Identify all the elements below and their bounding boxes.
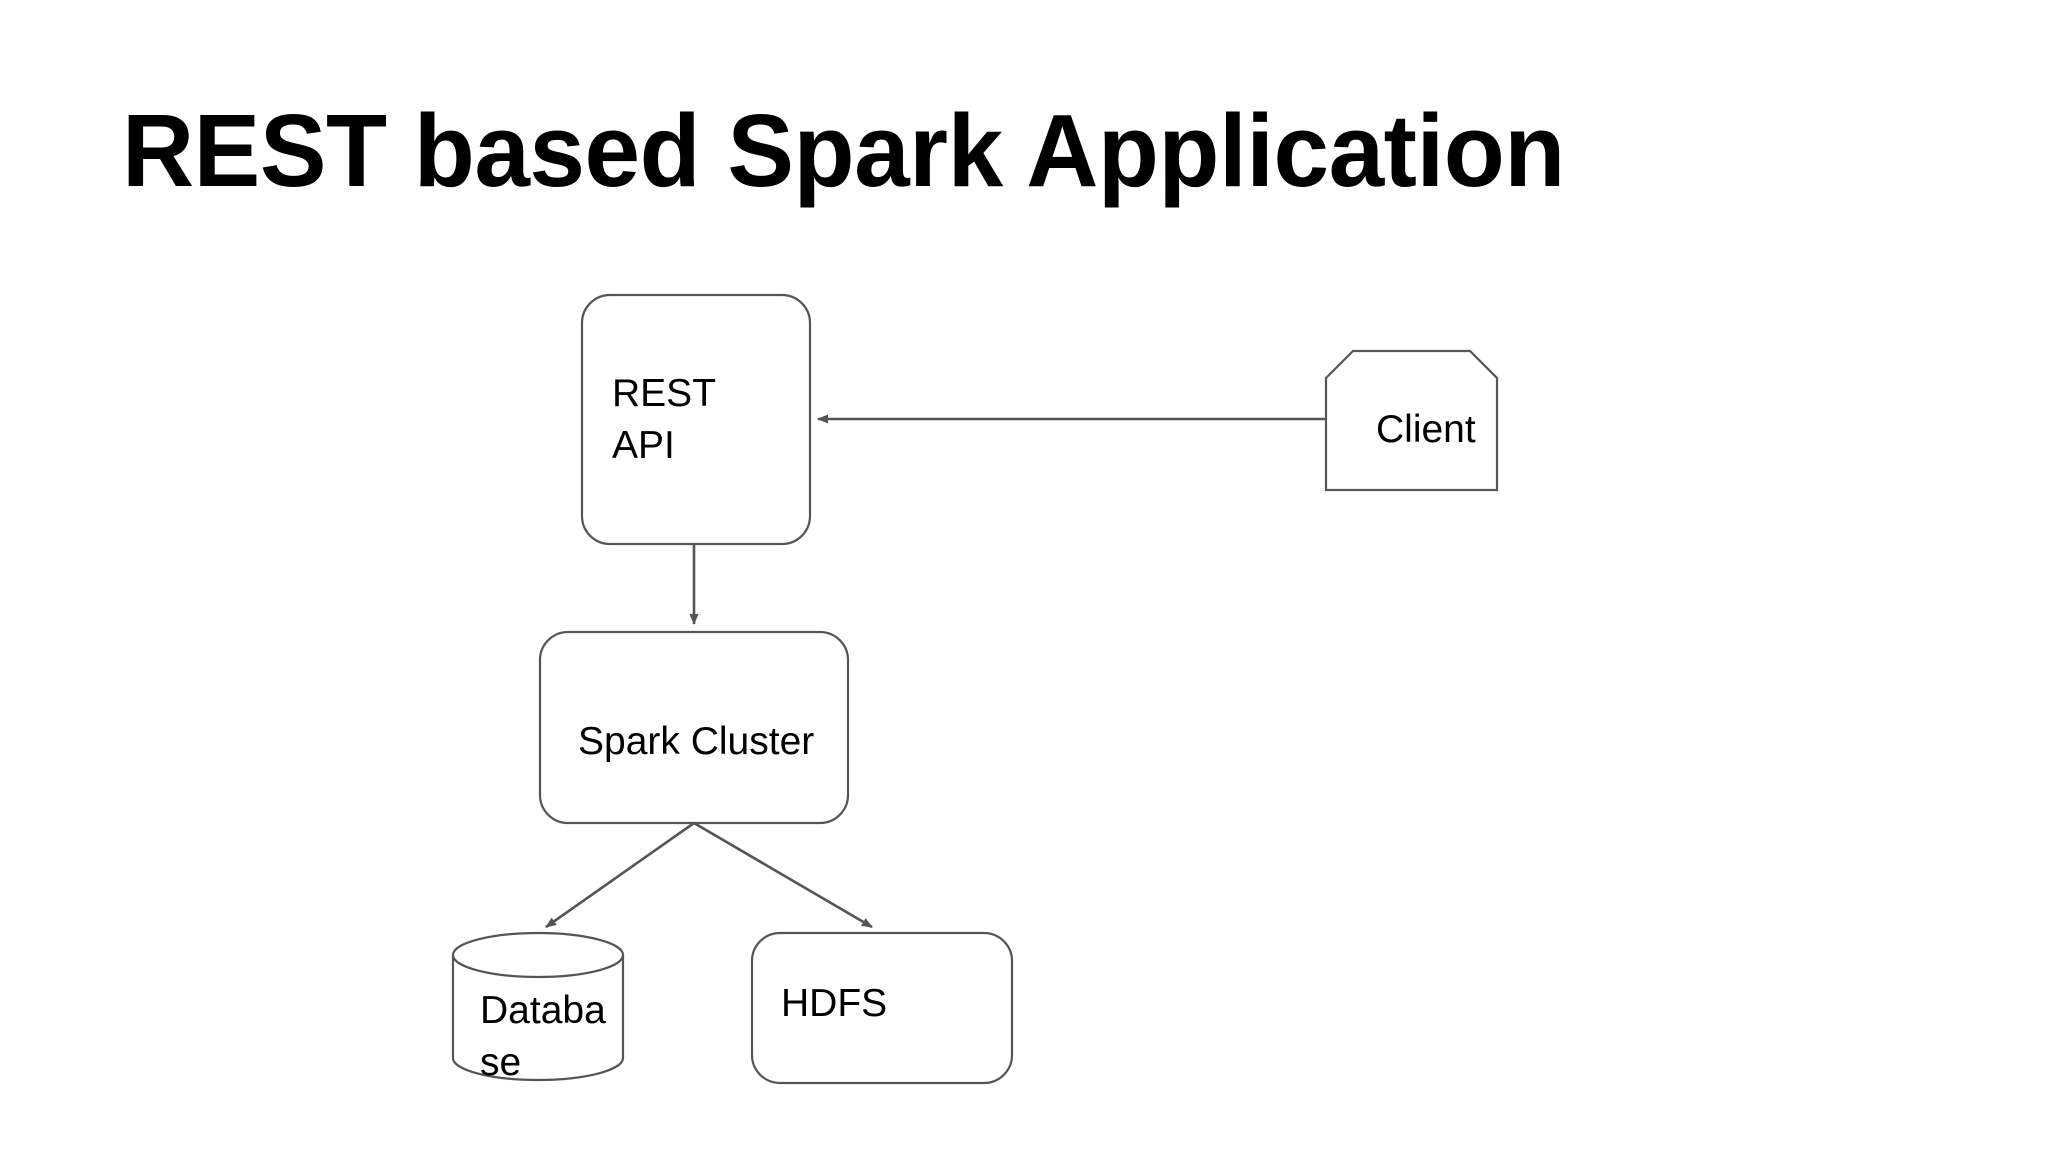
page-title: REST based Spark Application: [122, 93, 1565, 208]
edge-spark-cluster-to-database: [545, 821, 695, 929]
node-hdfs[interactable]: [750, 931, 1014, 1085]
node-label-spark-cluster: Spark Cluster: [578, 720, 815, 763]
node-rest-api[interactable]: [580, 293, 812, 546]
node-label-rest-api: REST API: [612, 372, 717, 467]
node-database[interactable]: [451, 931, 625, 1082]
node-label-database: Databa se: [480, 989, 606, 1084]
node-client[interactable]: [1324, 349, 1499, 492]
node-label-hdfs: HDFS: [781, 982, 888, 1025]
edge-spark-cluster-to-hdfs: [693, 821, 873, 929]
node-label-client: Client: [1376, 408, 1476, 451]
